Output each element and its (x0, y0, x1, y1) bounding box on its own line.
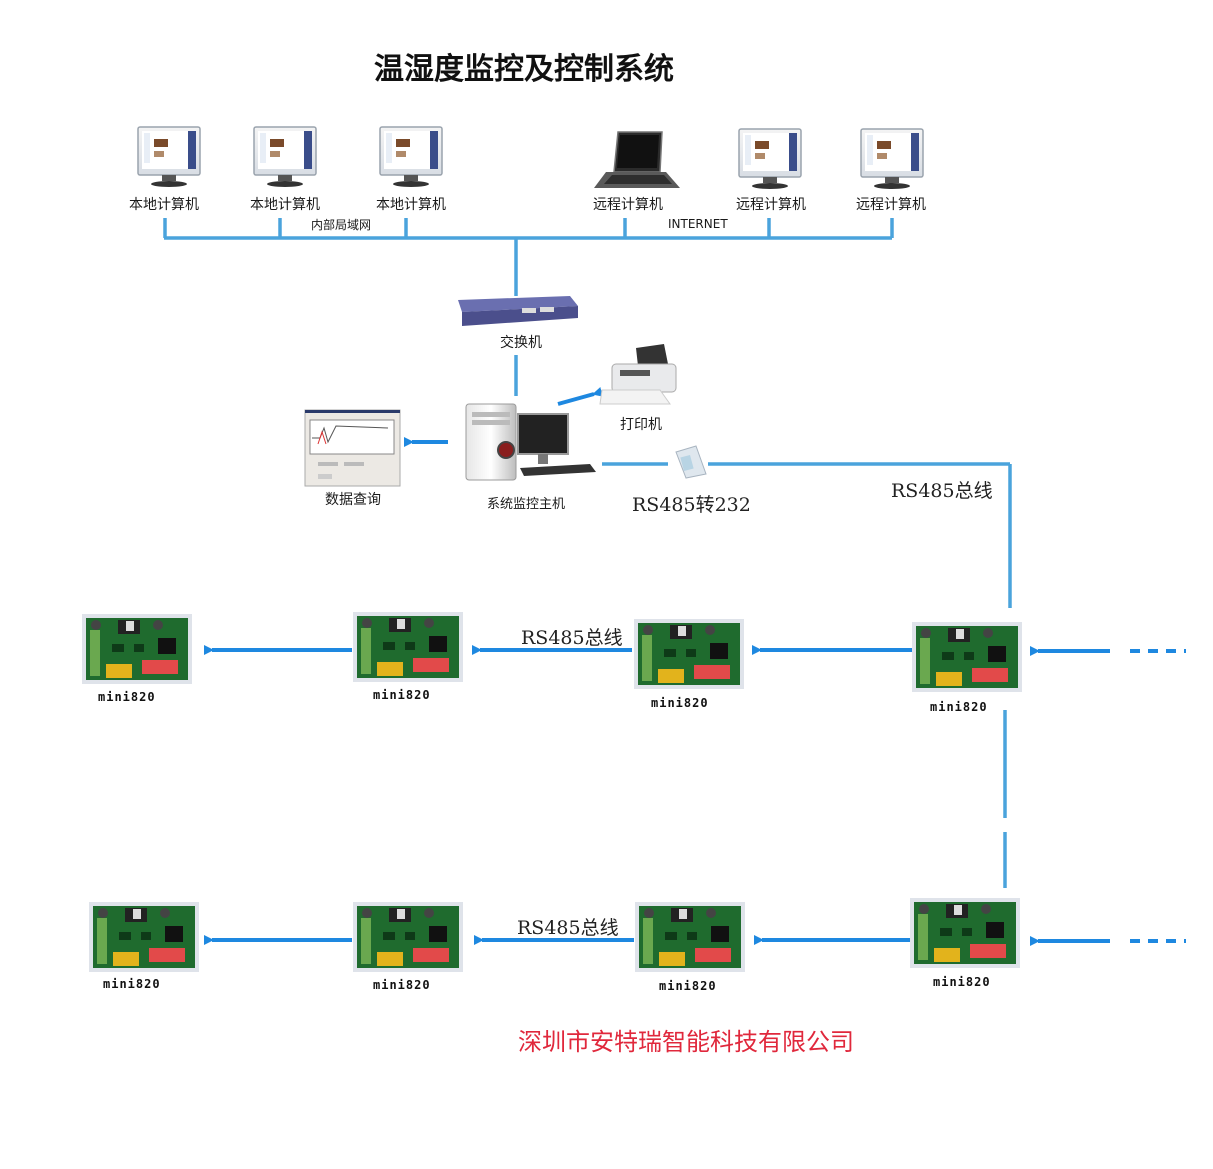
host-computer-icon (465, 403, 596, 481)
data-query-window-icon (304, 409, 401, 487)
device-label: mini820 (651, 696, 709, 710)
pcb-device-icon (912, 622, 1022, 692)
switch-label: 交换机 (500, 335, 542, 351)
printer-label: 打印机 (620, 417, 662, 433)
device-label: mini820 (933, 975, 991, 989)
rs485-bus-label: RS485总线 (521, 627, 623, 649)
remote-computer-label: 远程计算机 (736, 197, 806, 213)
remote-computer-label: 远程计算机 (856, 197, 926, 213)
pcb-device-icon (635, 902, 745, 972)
converter-label: RS485转232 (632, 494, 751, 516)
rs485-bus-label: RS485总线 (517, 917, 619, 939)
device-label: mini820 (373, 688, 431, 702)
local-computer-label: 本地计算机 (129, 197, 199, 213)
printer-arrow (557, 387, 604, 406)
pcb-device-icon (353, 612, 463, 682)
arrows (204, 387, 1186, 946)
company-name: 深圳市安特瑞智能科技有限公司 (518, 1028, 854, 1056)
lan-label: 内部局域网 (311, 218, 372, 232)
internet-label: INTERNET (668, 217, 728, 231)
monitor-icon (253, 126, 317, 188)
pcb-device-icon (353, 902, 463, 972)
laptop-icon (594, 131, 680, 188)
local-computer-label: 本地计算机 (376, 197, 446, 213)
device-label: mini820 (373, 978, 431, 992)
pcb-device-icon (89, 902, 199, 972)
rs485-bus-label: RS485总线 (891, 480, 993, 502)
device-label: mini820 (930, 700, 988, 714)
pcb-device-icon (82, 614, 192, 684)
rs485-converter-icon (675, 445, 707, 479)
device-label: mini820 (659, 979, 717, 993)
switch-icon (458, 296, 578, 326)
pcb-device-icon (634, 619, 744, 689)
diagram-title: 温湿度监控及控制系统 (374, 52, 674, 87)
monitor-icon (738, 128, 802, 190)
host-label: 系统监控主机 (487, 497, 566, 512)
network-lines (163, 218, 1012, 888)
device-label: mini820 (98, 690, 156, 704)
device-label: mini820 (103, 977, 161, 991)
monitor-icon (379, 126, 443, 188)
monitor-icon (860, 128, 924, 190)
printer-icon (599, 344, 677, 405)
monitor-icon (137, 126, 201, 188)
local-computer-label: 本地计算机 (250, 197, 320, 213)
data-query-label: 数据查询 (325, 492, 381, 508)
pcb-device-icon (910, 898, 1020, 968)
remote-computer-label: 远程计算机 (593, 197, 663, 213)
